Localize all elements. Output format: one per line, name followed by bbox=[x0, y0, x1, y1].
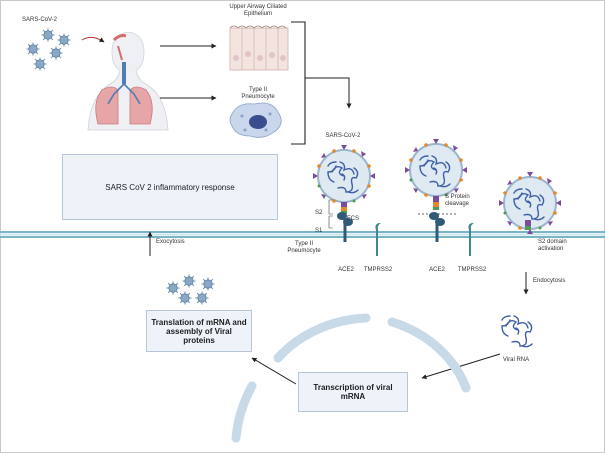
virion-binding bbox=[313, 145, 375, 242]
virus-cluster-top bbox=[26, 28, 71, 71]
box-translation: Translation of mRNA and assembly of Vira… bbox=[146, 310, 252, 352]
label-s-protein-cleavage: S Protein cleavage bbox=[445, 194, 470, 207]
label-sars-virus: SARS-CoV-2 bbox=[22, 17, 58, 23]
label-type2-membrane: Type II Pneumocyte bbox=[287, 241, 321, 254]
ciliated-epithelium-illustration bbox=[229, 25, 289, 71]
label-tmprss2-b: TMPRSS2 bbox=[457, 267, 487, 273]
label-upper-airway: Upper Airway Ciliated Epithelium bbox=[229, 4, 287, 17]
s1-s2-brackets bbox=[328, 199, 333, 229]
box-translation-text: Translation of mRNA and assembly of Vira… bbox=[151, 317, 247, 345]
virion-activation bbox=[499, 172, 561, 234]
box-inflammatory-response: SARS CoV 2 inflammatory response bbox=[62, 154, 278, 220]
label-type2-top: Type II Pneumocyte bbox=[241, 87, 275, 100]
label-s2-activation: S2 domain activation bbox=[538, 239, 567, 252]
label-s1: S1 bbox=[315, 228, 323, 234]
tmprss2-receptor-1 bbox=[375, 223, 381, 256]
label-exocytosis: Exocytosis bbox=[156, 239, 185, 245]
label-ace2-b: ACE2 bbox=[429, 267, 445, 273]
virion-cleavage bbox=[405, 139, 467, 242]
pneumocyte-illustration bbox=[229, 102, 282, 138]
arrow-into-nose bbox=[81, 36, 105, 43]
arrow-to-virion bbox=[305, 77, 352, 109]
cell-membrane bbox=[0, 231, 605, 238]
bracket bbox=[291, 21, 306, 145]
nucleus-envelope bbox=[231, 313, 471, 443]
virus-cluster-assembled bbox=[166, 274, 215, 305]
label-ace2-a: ACE2 bbox=[338, 267, 354, 273]
box-transcription-text: Transcription of viral mRNA bbox=[313, 383, 393, 401]
label-sars-virion: SARS-CoV-2 bbox=[325, 133, 361, 139]
box-inflammatory-response-text: SARS CoV 2 inflammatory response bbox=[105, 182, 235, 192]
label-fcs: FCS bbox=[347, 216, 359, 222]
label-tmprss2-a: TMPRSS2 bbox=[363, 267, 393, 273]
tmprss2-receptor-2 bbox=[468, 223, 474, 256]
human-lungs-illustration bbox=[87, 31, 169, 131]
arrow-to-transcription bbox=[421, 353, 501, 380]
label-endocytosis: Endocytosis bbox=[533, 278, 566, 284]
box-transcription: Transcription of viral mRNA bbox=[298, 372, 408, 412]
label-viral-rna: Viral RNA bbox=[502, 357, 530, 363]
label-s2: S2 bbox=[315, 210, 323, 216]
viral-rna-illustration bbox=[501, 315, 533, 348]
arrow-to-translation bbox=[251, 357, 297, 385]
